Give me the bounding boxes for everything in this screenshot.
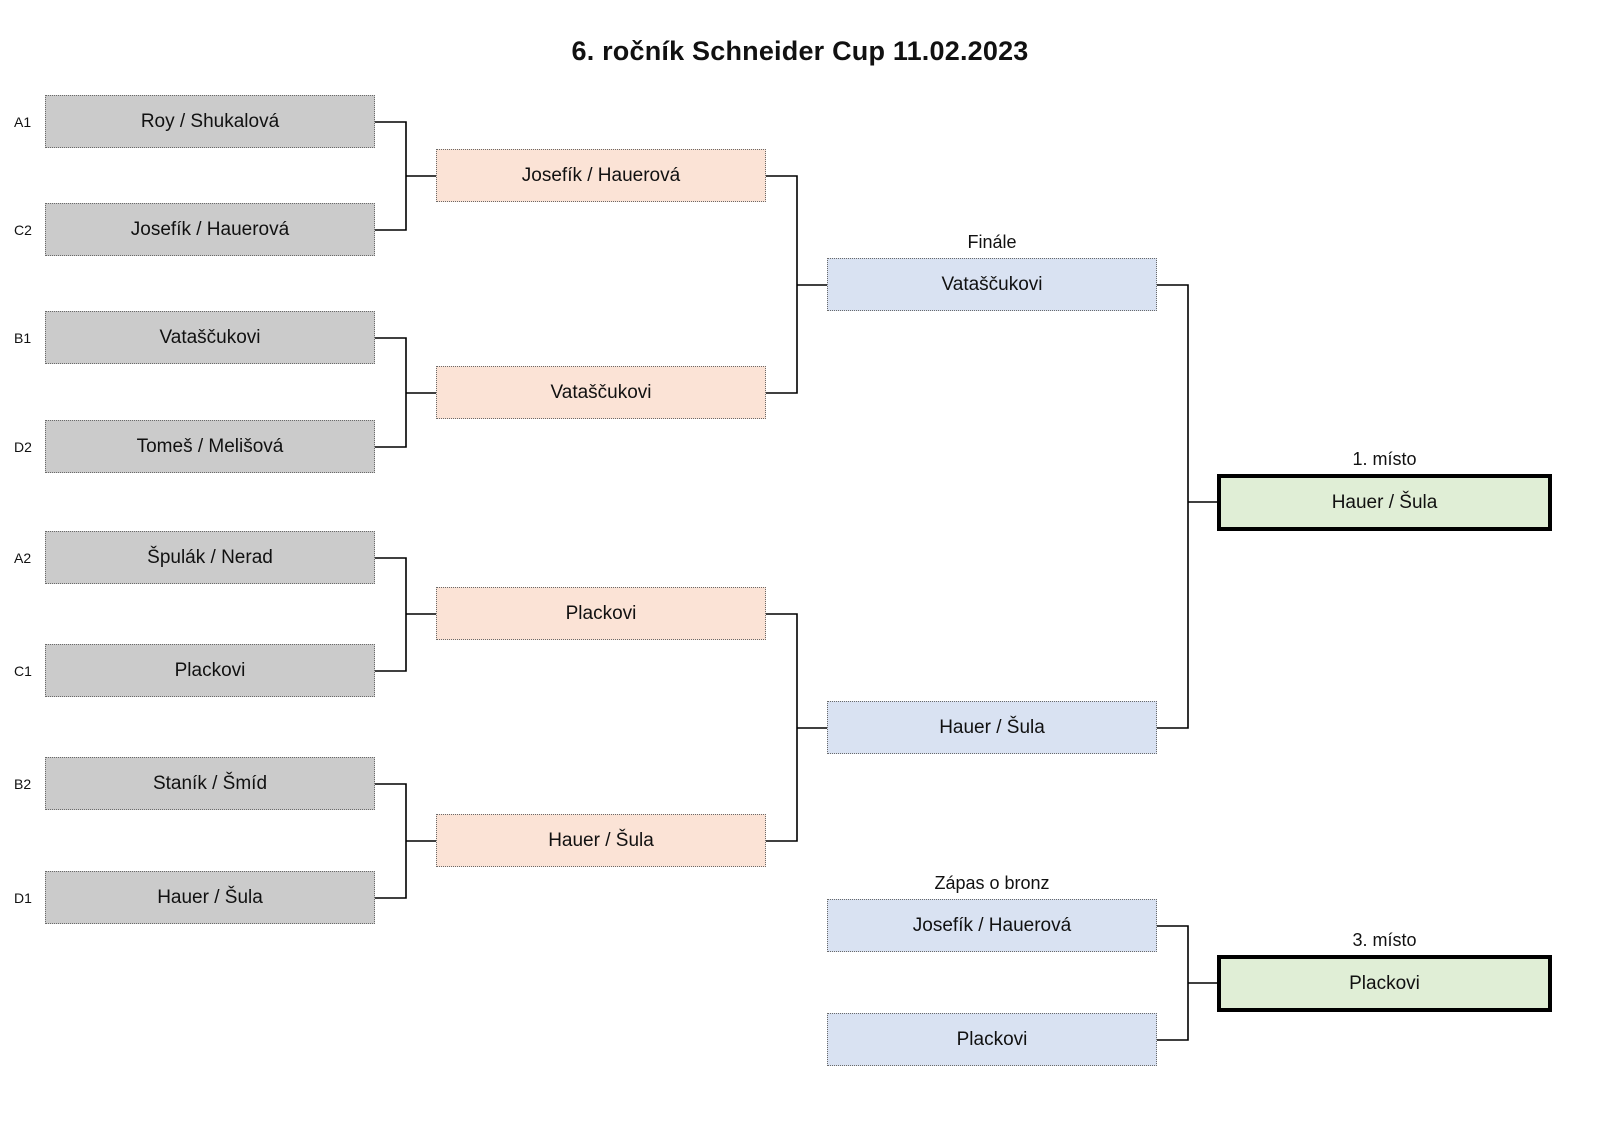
first-place-box: Hauer / Šula [1217,474,1552,531]
bronze-team-box: Plackovi [827,1013,1157,1066]
connector-line [375,783,407,899]
connector-line [1157,925,1189,1041]
connector-line [766,175,798,394]
first-place-label: 1. místo [1352,449,1417,469]
seed-label: A1 [14,114,32,130]
seed-label: D2 [14,439,32,455]
round2-team-box: Josefík / Hauerová [436,149,766,202]
connector-line [375,337,407,448]
final-team-box: Vataščukovi [827,258,1157,311]
seed-label: B1 [14,330,32,346]
connector-line [1157,284,1189,729]
round2-team-box: Vataščukovi [436,366,766,419]
round1-team-box: Špulák / Nerad [45,531,375,584]
third-place-label: 3. místo [1352,930,1417,950]
seed-label: A2 [14,550,32,566]
connector-line [766,613,798,842]
seed-label: D1 [14,890,32,906]
round2-team-box: Hauer / Šula [436,814,766,867]
round1-team-box: Tomeš / Melišová [45,420,375,473]
bronze-team-box: Josefík / Hauerová [827,899,1157,952]
seed-label: B2 [14,776,32,792]
final-team-box: Hauer / Šula [827,701,1157,754]
round2-team-box: Plackovi [436,587,766,640]
round1-team-box: Josefík / Hauerová [45,203,375,256]
round1-team-box: Roy / Shukalová [45,95,375,148]
bronze-match-label: Zápas o bronz [934,873,1050,893]
connector-line [375,557,407,672]
round1-team-box: Plackovi [45,644,375,697]
seed-label: C2 [14,222,32,238]
connector-line [375,121,407,231]
round1-team-box: Vataščukovi [45,311,375,364]
round1-team-box: Hauer / Šula [45,871,375,924]
final-label: Finále [967,232,1017,252]
third-place-box: Plackovi [1217,955,1552,1012]
seed-label: C1 [14,663,32,679]
page-title: 6. ročník Schneider Cup 11.02.2023 [571,36,1029,66]
round1-team-box: Staník / Šmíd [45,757,375,810]
